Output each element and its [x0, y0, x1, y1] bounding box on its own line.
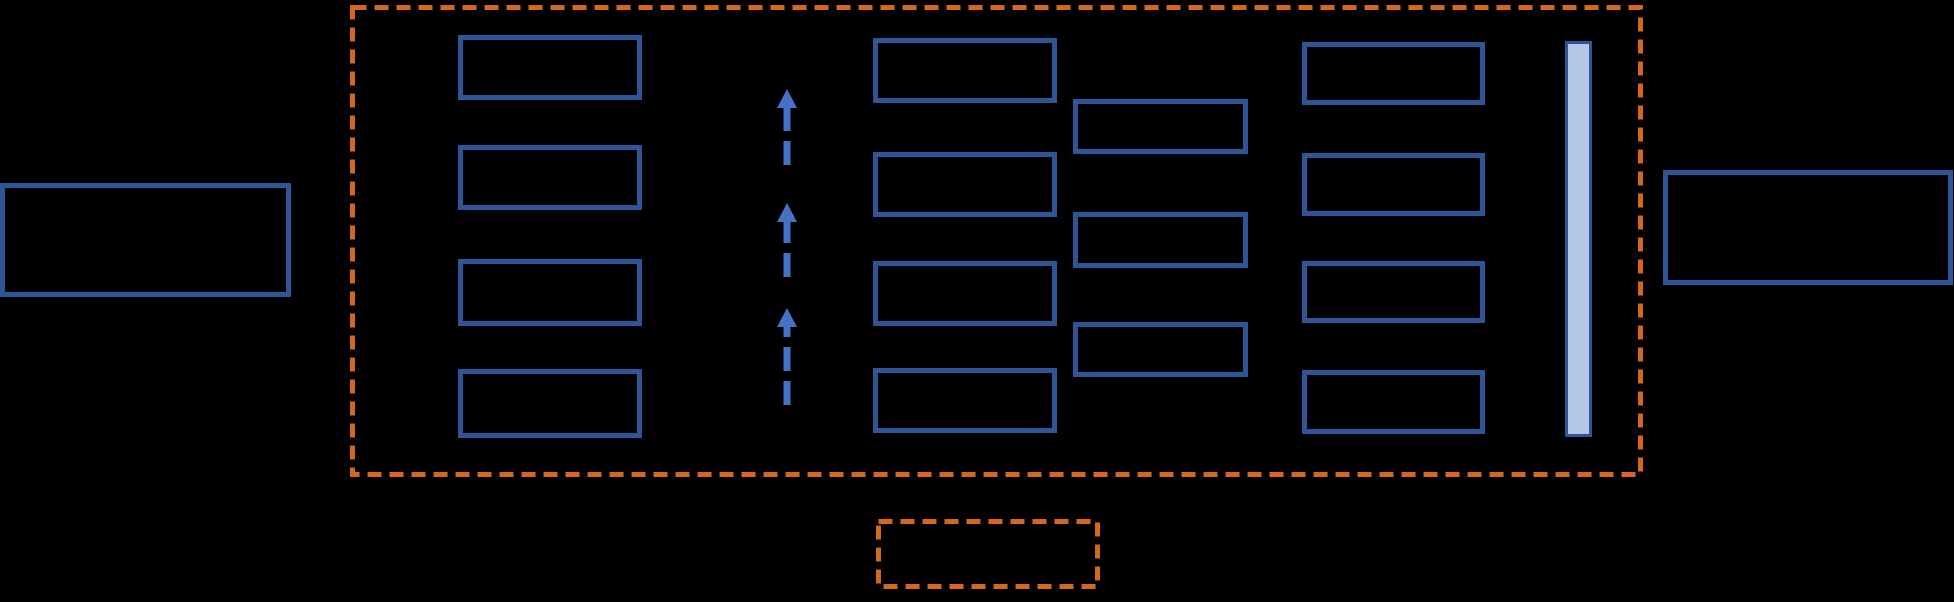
dashed-legend-box	[876, 519, 1100, 589]
right-output-box	[1663, 170, 1953, 285]
layer-stack-column-3-block-1	[1073, 99, 1248, 154]
layer-stack-column-2-block-2	[873, 152, 1057, 217]
layer-stack-column-4-block-3	[1302, 261, 1485, 323]
layer-stack-column-1-block-1	[458, 35, 642, 100]
left-input-box	[0, 183, 291, 297]
layer-stack-column-3-block-3	[1073, 322, 1248, 377]
layer-stack-column-4-block-2	[1302, 153, 1485, 216]
layer-stack-column-1-block-4	[458, 369, 642, 438]
stack-continuation-arrow-2-head	[777, 203, 797, 222]
layer-stack-column-2-block-4	[873, 368, 1057, 433]
layer-stack-column-4-block-4	[1302, 370, 1485, 434]
layer-stack-column-2-block-3	[873, 261, 1057, 326]
vertical-output-bar	[1565, 41, 1592, 437]
layer-stack-column-3-block-2	[1073, 212, 1248, 268]
stack-continuation-arrow-1-head	[777, 89, 797, 108]
layer-stack-column-2-block-1	[873, 38, 1057, 103]
layer-stack-column-1-block-3	[458, 259, 642, 326]
stack-continuation-arrow-3-head	[777, 308, 797, 327]
layer-stack-column-4-block-1	[1302, 42, 1485, 105]
dashed-model-container	[350, 5, 1643, 477]
layer-stack-column-1-block-2	[458, 145, 642, 210]
